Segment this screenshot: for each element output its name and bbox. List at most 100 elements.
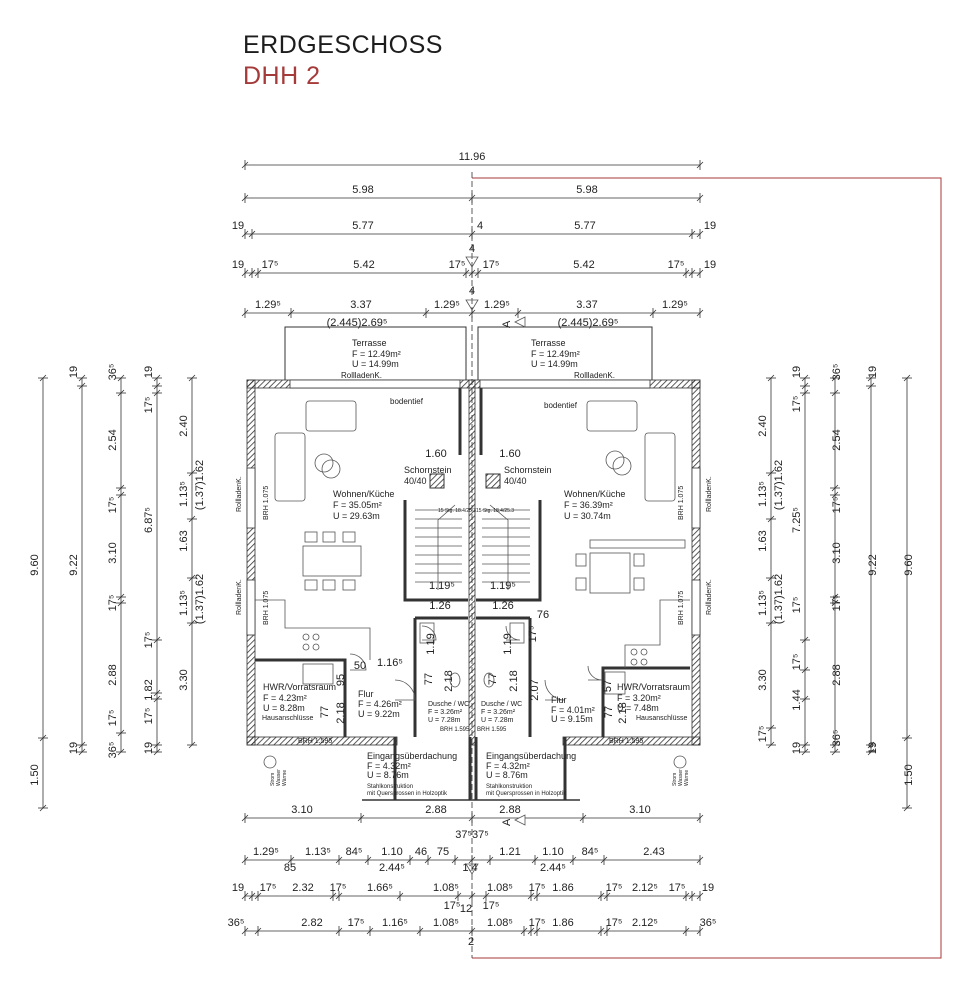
terrace-l-name: Terrasse xyxy=(352,338,387,348)
dim-b3-12: 19 xyxy=(702,882,714,894)
dim-left-c5-3: 1.13⁵ xyxy=(178,590,190,616)
bin-r-3: Wärme xyxy=(684,770,690,786)
dim-in-77-c: 77 xyxy=(487,673,499,685)
dim-right-19a: 19 xyxy=(867,366,879,378)
terrace-r-perim: U = 14.99m xyxy=(531,359,578,369)
dim-b3-5: 1.08⁵ xyxy=(433,882,459,894)
dim-r5-sub-1: (2.445)2.69⁵ xyxy=(558,317,619,329)
dim-in-119-l: 1.19⁵ xyxy=(429,580,455,592)
walls xyxy=(246,326,701,801)
dim-b2-sub-2: 1:4 xyxy=(462,862,477,874)
dim-in-95: 95 xyxy=(335,674,347,686)
stairs-l: 15 Stg. 18.4/25.3 xyxy=(438,508,476,514)
hwr-appliance-l xyxy=(302,663,334,685)
table-right-b xyxy=(612,456,632,476)
dim-in-126-l: 1.26 xyxy=(429,600,450,612)
dim-left-c3-3: 3.10 xyxy=(107,542,119,563)
section-mark-bottom: A xyxy=(501,818,513,826)
dim-half-left: 5.98 xyxy=(352,184,373,196)
dim-left-c3-4: 17⁵ xyxy=(107,595,119,612)
top-dimensions: 11.96 5.98 5.98 19 5.77 4 5.77 19 4 19 1… xyxy=(232,151,716,329)
dim-right-c3-5: 2.88 xyxy=(831,664,843,685)
chair-l-4 xyxy=(322,579,336,591)
hwr-l-area: F = 4.23m² xyxy=(263,693,307,703)
dim-b4-0: 36⁵ xyxy=(228,917,245,929)
entrance-r-perim: U = 8.76m xyxy=(486,770,528,780)
dim-left-c4-0: 19 xyxy=(143,366,155,378)
dim-r5-0: 1.29⁵ xyxy=(255,299,281,311)
dim-right-c4-3: 17⁵ xyxy=(791,597,803,614)
hob-l-4 xyxy=(312,643,320,651)
flur-r-area: F = 4.01m² xyxy=(551,705,595,715)
dim-left-c4-1: 17⁵ xyxy=(143,397,155,414)
window-right-2 xyxy=(691,579,701,636)
sofa-left-2 xyxy=(274,432,306,502)
brh-low-r: BRH 1.595 xyxy=(609,738,643,745)
dim-b3-8: 1.86 xyxy=(552,882,573,894)
flur-l-perim: U = 9.22m xyxy=(358,709,400,719)
dim-r4-7: 19 xyxy=(704,259,716,271)
plan-title: ERDGESCHOSS xyxy=(243,31,443,59)
dim-right-c4-2: 7.25⁵ xyxy=(791,507,803,533)
dim-b2-0: 1.29⁵ xyxy=(253,846,279,858)
hwr-r-name: HWR/Vorratsraum xyxy=(617,682,690,692)
wall-right xyxy=(691,379,701,746)
brh-low-l: BRH 1.595 xyxy=(298,738,332,745)
rollladen-side-l1: RollladenK. xyxy=(236,476,243,512)
dim-in-119-r: 1.19⁵ xyxy=(490,580,516,592)
dim-in-17: 17⁵ xyxy=(527,626,539,643)
dim-right-c4-4: 1.44 xyxy=(791,689,803,710)
dim-r4-0: 19 xyxy=(232,259,244,271)
chimney-r-name: Schornstein xyxy=(504,465,552,475)
chimney-l-name: Schornstein xyxy=(404,465,452,475)
hwr-l-name: HWR/Vorratsraum xyxy=(263,682,336,692)
dim-b3-1: 17⁵ xyxy=(260,882,277,894)
entrance-r-name: Eingangsüberdachung xyxy=(486,751,576,761)
bin-l-circle xyxy=(263,755,277,769)
hwr-r-perim: U = 7.48m xyxy=(617,703,659,713)
dim-r3-1: 5.77 xyxy=(352,220,373,232)
dim-in-50: 50 xyxy=(354,660,366,672)
hausanschluss-l: Hausanschlüsse xyxy=(262,715,313,722)
chair-l-3 xyxy=(304,579,318,591)
dim-left-c5-0: 2.40 xyxy=(178,415,190,436)
dim-b3-11: 17⁵ xyxy=(669,882,686,894)
dim-left-total: 9.60 xyxy=(29,554,41,575)
dim-in-77-a: 77 xyxy=(319,706,331,718)
dim-r4-1: 17⁵ xyxy=(262,259,279,271)
sofa-left-1 xyxy=(305,400,357,432)
terrace-l-perim: U = 14.99m xyxy=(352,359,399,369)
dim-b3-3: 17⁵ xyxy=(330,882,347,894)
bin-r-1: Strom xyxy=(672,773,678,786)
dining-right xyxy=(589,552,631,594)
table-left-b xyxy=(321,459,341,479)
dim-right-c6-0: (1.37)1.62 xyxy=(773,460,785,510)
dim-right-c6-1: (1.37)1.62 xyxy=(773,574,785,624)
dim-b3-sub-2: 17⁵ xyxy=(483,900,500,912)
inner-wall-stair-l xyxy=(403,500,468,602)
dim-b2-9: 2.43 xyxy=(643,846,664,858)
dim-in-160-r: 1.60 xyxy=(499,448,520,460)
dim-b4-1: 2.82 xyxy=(301,917,322,929)
dim-in-77-d: 77 xyxy=(603,706,615,718)
dim-left-c3-7: 36⁵ xyxy=(107,742,119,759)
dim-in-57: 57 xyxy=(602,680,614,692)
flur-l-name: Flur xyxy=(358,689,374,699)
chair-l-0 xyxy=(304,531,318,543)
dim-left-19b: 19 xyxy=(68,742,80,754)
dim-left-19a: 19 xyxy=(68,366,80,378)
terrace-left-outline xyxy=(284,326,467,380)
dim-b1-0: 3.10 xyxy=(291,804,312,816)
dim-right-c4-0: 17⁵ xyxy=(791,396,803,413)
chair-r-2 xyxy=(633,553,645,567)
terrace-r-name: Terrasse xyxy=(531,338,566,348)
window-left-1 xyxy=(246,467,256,529)
dim-r3-0: 19 xyxy=(232,220,244,232)
room-labels: Terrasse F = 12.49m² U = 14.99m Terrasse… xyxy=(236,320,713,826)
window-right-1 xyxy=(691,467,701,529)
living-r-name: Wohnen/Küche xyxy=(564,489,625,499)
dim-right-c3-3: 3.10 xyxy=(831,542,843,563)
dim-r4-5: 5.42 xyxy=(573,259,594,271)
dim-right-c3-1: 2.54 xyxy=(831,429,843,450)
